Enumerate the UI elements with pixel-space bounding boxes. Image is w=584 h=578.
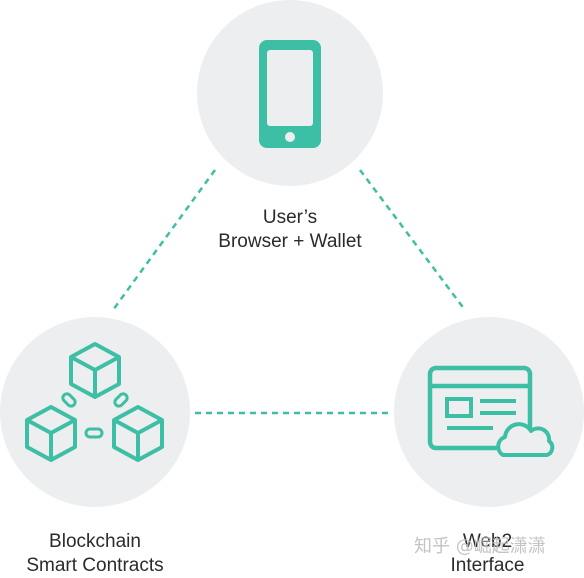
node-label-left: Blockchain Smart Contracts [0, 530, 190, 578]
node-label-top-line2: Browser + Wallet [218, 231, 362, 252]
node-label-top-line1: User’s [262, 207, 318, 228]
connector-top-right [359, 169, 466, 311]
smartphone-icon [259, 40, 321, 148]
blockchain-cubes-icon [25, 342, 164, 462]
node-label-top: User’s Browser + Wallet [190, 206, 390, 254]
browser-window-cloud-icon [427, 365, 555, 457]
connector-top-left [111, 169, 217, 311]
node-label-right-line2: Interface [450, 555, 525, 576]
node-label-right-line1: Web2 [462, 531, 513, 552]
watermark: 知乎 @崛起潇潇 [414, 536, 546, 557]
node-label-left-line1: Blockchain [49, 531, 141, 552]
node-label-right: Web2 Interface [395, 530, 580, 578]
node-label-left-line2: Smart Contracts [26, 555, 164, 576]
